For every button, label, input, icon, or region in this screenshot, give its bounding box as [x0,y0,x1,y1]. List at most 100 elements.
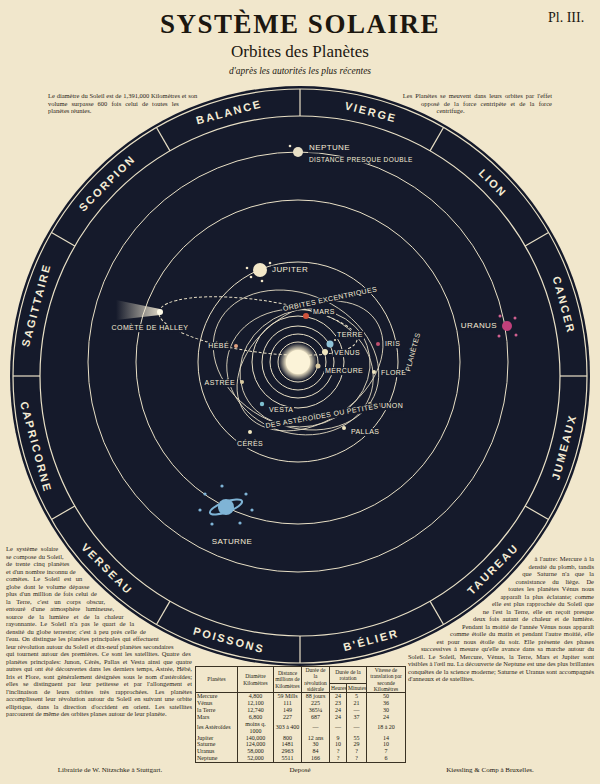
zodiac-sign: CAPRICORNE [18,400,54,494]
satellite [499,315,502,318]
table-cell: 24 [330,707,347,714]
neptune [293,147,303,157]
zodiac-divider [525,506,548,520]
publisher: Librairie de W. Nitzschke à Stuttgart. [58,767,162,775]
table-cell: Durée de la rotation [330,667,367,684]
asteroid [248,430,252,434]
table-cell: Mercure [196,693,238,700]
zodiac-divider [51,506,74,520]
planet-label: MARS [312,308,336,316]
subtitle-note: d'après les autorités les plus récentes [229,66,371,76]
table-cell: 21 [347,700,367,707]
planet-label: SATURNE [211,538,253,547]
table-cell: 124,000 [238,741,274,748]
plate-number: Pl. III. [548,10,584,25]
satellite [203,492,206,495]
table-cell: 30 [367,707,406,714]
satellite [244,492,247,495]
satellite [250,276,253,279]
table-cell: — [330,721,347,735]
table-cell: Vitesse de translation par seconde Kilom… [367,667,406,693]
table-cell: 37 [347,714,367,721]
satellite [238,521,241,524]
table-row: Uranus58,000296384??7 [196,748,406,755]
zodiac-sign: VIERGE [343,99,398,125]
planet-label: ASTRÉE [204,379,236,387]
table-cell: la Terre [196,707,238,714]
earth [327,341,334,348]
note-text: Le système solaire se compose du Soleil,… [6,545,192,717]
earth-orbit [262,326,334,398]
zodiac-divider [430,601,444,624]
table-cell: 5511 [274,755,302,762]
zodiac-sign: SAGITTAIRE [19,262,53,348]
asteroid [234,344,238,348]
zodiac-divider [430,127,444,150]
moon [334,339,336,341]
sun [286,350,310,374]
table-cell: 59 Mills [274,693,302,700]
saturn-orbit [136,200,460,524]
zodiac-inner-ring [40,116,560,636]
planet-label: CÉRÈS [236,440,264,448]
table-cell: Jupiter [196,735,238,742]
table-row: les Astéroïdesmoins q. 1000303 à 400———1… [196,721,406,735]
subtitle: Orbites des Planètes [231,43,369,62]
table-cell: 29 [347,741,367,748]
zodiac-sign: BALANCE [195,97,264,126]
zodiac-outer-ring [13,89,587,663]
table-cell: 365¼ [302,707,330,714]
table-cell: Uranus [196,748,238,755]
asteroid [372,370,376,374]
table-cell: 800 [274,735,302,742]
table-cell: Diamètre Kilomètres [238,667,274,693]
zodiac-divider [51,233,74,247]
table-cell: 6,800 [238,714,274,721]
table-cell: 7 [367,748,406,755]
zodiac-divider [299,636,300,663]
table-cell: 149 [274,707,302,714]
table-cell: Mars [196,714,238,721]
satellite [210,522,213,525]
table-row: Mercure4,80059 Mills88 jours24550 [196,693,406,700]
table-cell: Vénus [196,700,238,707]
zodiac-divider [157,127,171,150]
satellite [250,508,253,511]
zodiac-sign: LION [477,166,510,199]
planet-label: VESTA [268,406,294,414]
table-cell: 4,800 [238,693,274,700]
note-paragraph: Le système solaire se compose du Soleil,… [6,545,192,718]
planet-label: COMÈTE DE HALLEY [111,324,190,332]
mars [303,313,309,319]
zodiac-divider [525,233,548,247]
table-cell: ? [347,748,367,755]
satellite [269,262,272,265]
planet-label: DISTANCE PRESQUE DOUBLE [308,156,414,163]
saturn-ring [208,496,243,517]
table-cell: 1481 [274,741,302,748]
table-cell: 140,000 [238,735,274,742]
table-cell: ? [347,755,367,762]
mercury [316,364,321,369]
table-cell: Minutes [347,684,367,693]
venus [322,349,328,355]
satellite [514,317,517,320]
planets [116,145,518,526]
table-cell: 14 [367,735,406,742]
zodiac-sign: POISSONS [192,625,266,656]
venus-orbit [270,334,326,390]
asteroid [240,380,244,384]
saturn [218,499,234,515]
table-cell: 9 [330,735,347,742]
table-cell: 227 [274,714,302,721]
data-table: PlanètesDiamètre KilomètresDistance mill… [195,666,406,763]
asteroid [260,402,264,406]
table-cell: 24 [330,714,347,721]
table-cell: 55 [347,735,367,742]
planet-label: PALLAS [350,428,380,436]
orbits [88,152,508,572]
table-cell: 18 à 20 [367,721,406,735]
planet-label: VENUS [333,349,361,357]
table-cell: 24 [330,693,347,700]
